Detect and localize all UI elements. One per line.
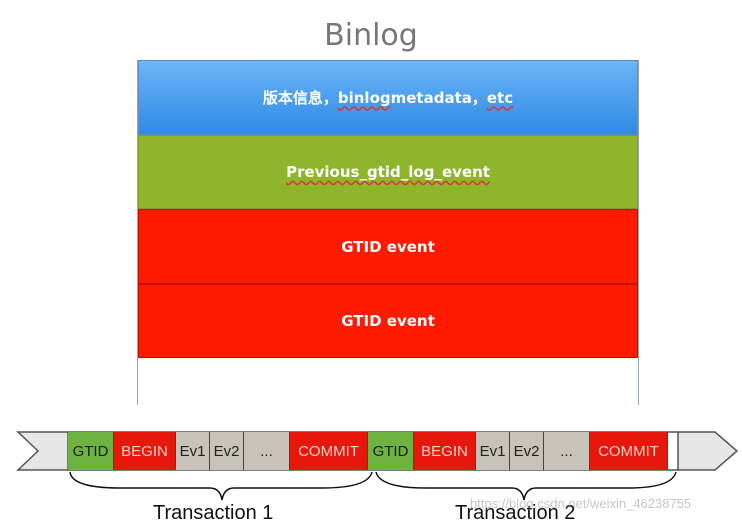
metadata-suffix: metadata，	[390, 89, 487, 107]
strip-cell-gtid: GTID	[68, 432, 114, 470]
watermark: https://blog.csdn.net/weixin_46238755	[470, 496, 692, 511]
strip-cell-ev1: Ev1	[476, 432, 510, 470]
strip-tail-shape	[16, 431, 69, 471]
strip-cell-gtid: GTID	[368, 432, 414, 470]
metadata-binlog-word: binlog	[337, 88, 391, 107]
transaction-braces	[69, 471, 677, 501]
strip-cell-commit: COMMIT	[590, 432, 668, 470]
strip-cell-begin: BEGIN	[114, 432, 176, 470]
previous-gtid-label: Previous_gtid_log_event	[286, 163, 490, 181]
binlog-stack: 版本信息，binlog metadata，etc Previous_gtid_l…	[137, 60, 639, 405]
strip-cell-dotsdotsdots: ...	[544, 432, 590, 470]
gtid-event-block-1: GTID event	[138, 209, 638, 284]
gtid-event-label-2: GTID event	[341, 312, 435, 330]
transaction-1-brace	[69, 471, 373, 501]
gtid-event-label-1: GTID event	[341, 237, 435, 256]
previous-gtid-block: Previous_gtid_log_event	[138, 135, 638, 209]
strip-cell-begin: BEGIN	[414, 432, 476, 470]
metadata-block: 版本信息，binlog metadata，etc	[138, 60, 638, 135]
transaction-1-label: Transaction 1	[153, 502, 274, 524]
strip-head-shape	[677, 431, 739, 471]
strip-cell-dotsdotsdots: ...	[244, 432, 290, 470]
metadata-prefix: 版本信息，	[262, 89, 338, 107]
strip-cell-ev2: Ev2	[510, 432, 544, 470]
strip-cell-ev2: Ev2	[210, 432, 244, 470]
metadata-etc-word: etc	[486, 88, 514, 107]
strip-cell-commit: COMMIT	[290, 432, 368, 470]
strip-cell-ev1: Ev1	[176, 432, 210, 470]
transaction-2-label: Transaction 2	[455, 502, 576, 524]
gtid-event-block-2: GTID event	[138, 284, 638, 358]
transaction-2-brace	[375, 471, 677, 501]
diagram-title: Binlog	[324, 18, 418, 53]
